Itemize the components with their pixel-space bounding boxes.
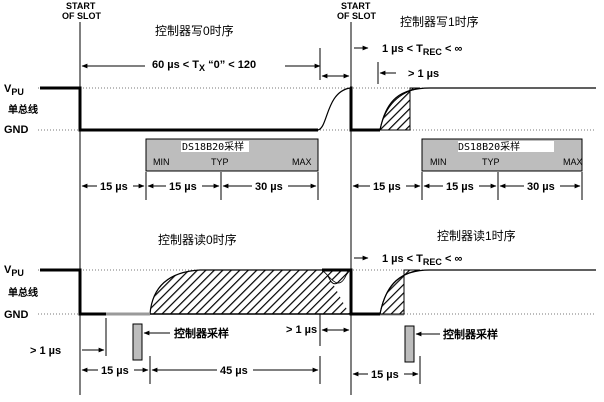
write1-sample-title-bg xyxy=(458,141,554,152)
write1-title: 控制器写1时序 xyxy=(400,14,479,29)
read1-rise-curve xyxy=(379,269,596,315)
read1-sample-marker xyxy=(404,325,415,363)
write0-sample-title: DS18B20采样 xyxy=(182,140,244,153)
write-gnd-label: GND xyxy=(4,124,29,136)
start-slot-label-left-2: OF SLOT xyxy=(62,11,101,21)
write0-sample-min: MIN xyxy=(153,157,170,167)
read-bus-label: 单总线 xyxy=(8,286,38,299)
read1-label-15: 15 µs xyxy=(371,369,399,381)
read1-rec-label: 1 µs < TREC < ∞ xyxy=(382,253,462,267)
write0-label-15b: 15 µs xyxy=(169,181,197,193)
write0-duration-bg xyxy=(145,57,285,71)
read0-gt1-label: > 1 µs xyxy=(286,324,317,336)
write1-rec-label: 1 µs < TREC < ∞ xyxy=(382,43,462,57)
label-bg-w15a xyxy=(97,180,133,192)
write0-sample-title-bg xyxy=(181,141,249,152)
write0-sample-max: MAX xyxy=(292,157,312,167)
label-bg-r15a xyxy=(98,364,134,376)
write0-sample-typ: TYP xyxy=(211,157,229,167)
start-slot-label-left-1: START xyxy=(66,1,96,11)
write1-label-15a: 15 µs xyxy=(373,181,401,193)
read0-hatch-region xyxy=(150,270,350,314)
label-bg-w30b xyxy=(524,180,560,192)
write1-sample-title: DS18B20采样 xyxy=(458,140,520,153)
write1-sample-typ: TYP xyxy=(482,157,500,167)
label-bg-r45 xyxy=(217,364,253,376)
read0-title: 控制器读0时序 xyxy=(158,232,237,247)
write1-sample-min: MIN xyxy=(430,157,447,167)
label-bg-w30 xyxy=(252,180,288,192)
read0-sample-marker xyxy=(132,323,143,361)
read-vpu-label: VPU xyxy=(4,264,24,278)
write1-signal-low xyxy=(349,86,380,132)
read1-signal-low xyxy=(322,268,380,316)
start-slot-label-right-1: START xyxy=(341,1,371,11)
read-left-gt1-label: > 1 µs xyxy=(30,345,61,357)
read0-label-45: 45 µs xyxy=(220,365,248,377)
write-bus-label: 单总线 xyxy=(8,103,38,116)
write1-gt1-label: > 1 µs xyxy=(408,68,439,80)
read1-title: 控制器读1时序 xyxy=(437,228,516,243)
write-vpu-label: VPU xyxy=(4,83,24,97)
read0-signal-low xyxy=(40,268,106,316)
write1-sample-box xyxy=(421,138,583,172)
write0-label-15a: 15 µs xyxy=(100,181,128,193)
start-slot-label-right-2: OF SLOT xyxy=(337,11,376,21)
label-bg-w15d xyxy=(443,180,479,192)
read0-hatch-top xyxy=(149,269,322,315)
write1-sample-max: MAX xyxy=(563,157,583,167)
write1-rise-curve xyxy=(379,87,596,131)
read0-label-15: 15 µs xyxy=(101,365,129,377)
read0-hatch-tail xyxy=(321,269,349,284)
write0-title: 控制器写0时序 xyxy=(155,23,234,38)
write0-label-30: 30 µs xyxy=(255,181,283,193)
write1-label-15b: 15 µs xyxy=(446,181,474,193)
write0-duration-label: 60 µs < TX “0” < 120 xyxy=(152,59,256,73)
write0-rise-curve xyxy=(317,87,351,131)
read1-hatch-region xyxy=(379,269,421,315)
label-bg-r15b xyxy=(368,368,404,380)
label-bg-w15b xyxy=(166,180,202,192)
read1-sample-label: 控制器采样 xyxy=(443,327,498,341)
read-gnd-label: GND xyxy=(4,309,29,321)
write1-label-30: 30 µs xyxy=(527,181,555,193)
write0-signal-low xyxy=(40,86,318,132)
read0-sample-label: 控制器采样 xyxy=(174,326,229,340)
label-bg-w15c xyxy=(370,180,406,192)
